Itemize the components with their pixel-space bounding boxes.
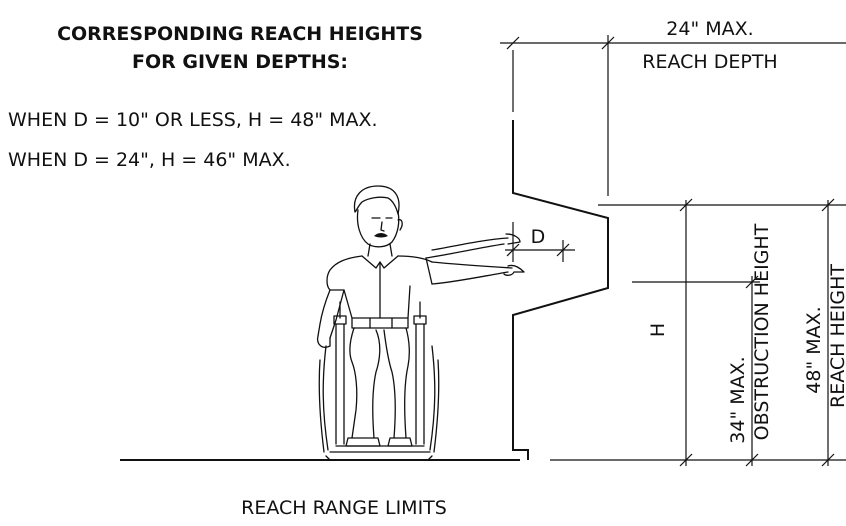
d-tick-right	[556, 243, 570, 257]
heading-line-1: CORRESPONDING REACH HEIGHTS	[57, 23, 423, 45]
figure-caption: REACH RANGE LIMITS	[241, 497, 447, 519]
height-symbol: H	[647, 323, 669, 337]
h-tick-top	[679, 198, 693, 212]
rule-line-2: WHEN D = 24", H = 46" MAX.	[8, 149, 291, 171]
depth-symbol: D	[531, 226, 546, 248]
obstruction-height-label: OBSTRUCTION HEIGHT	[751, 223, 773, 440]
obstruction-tick-top	[745, 275, 759, 289]
obstruction-tick-bottom	[745, 453, 759, 467]
h-tick-bottom	[679, 453, 693, 467]
wheelchair-user-figure	[316, 185, 525, 461]
obstruction-profile	[512, 120, 609, 460]
reach-depth-label: REACH DEPTH	[642, 51, 777, 73]
reach-height-tick-top	[821, 198, 835, 212]
reach-depth-tick-left	[506, 36, 520, 50]
reach-height-value: 48" MAX.	[803, 306, 825, 393]
heading-line-2: FOR GIVEN DEPTHS:	[132, 51, 348, 73]
d-tick-left	[506, 243, 520, 257]
reach-height-tick-bottom	[821, 453, 835, 467]
rule-line-1: WHEN D = 10" OR LESS, H = 48" MAX.	[8, 109, 378, 131]
reach-depth-value: 24" MAX.	[666, 18, 753, 40]
obstruction-height-value: 34" MAX.	[727, 356, 749, 443]
reach-height-label: REACH HEIGHT	[827, 264, 846, 408]
